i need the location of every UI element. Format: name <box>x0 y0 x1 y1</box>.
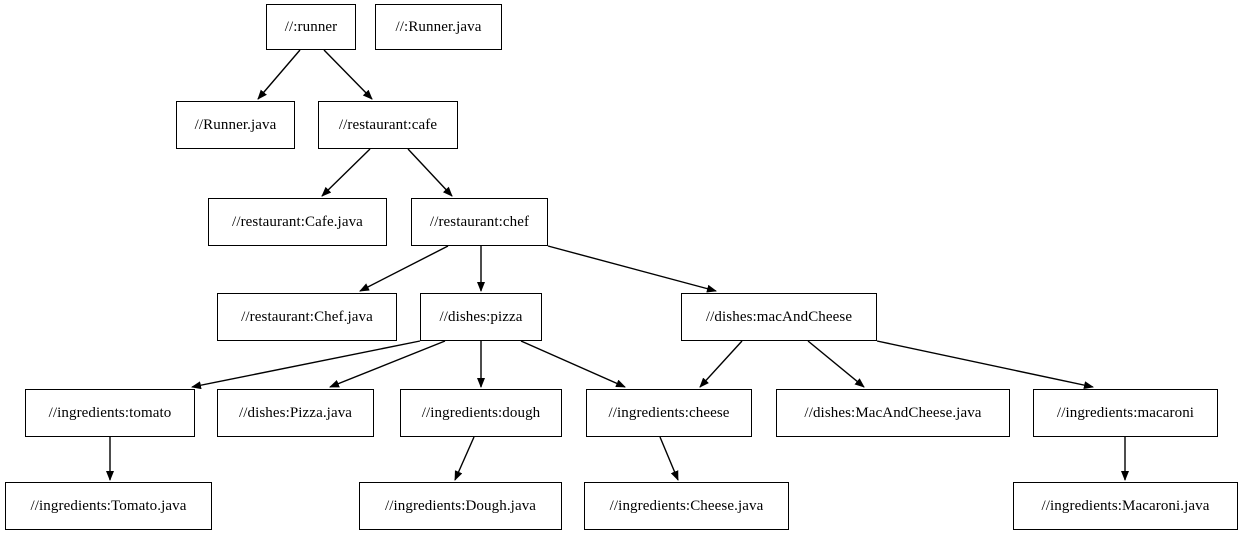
graph-node-ingredients_macaroni_java[interactable]: //ingredients:Macaroni.java <box>1013 482 1238 530</box>
graph-node-label: //restaurant:chef <box>429 213 530 230</box>
graph-node-label: //ingredients:dough <box>421 404 541 421</box>
graph-node-label: //ingredients:Dough.java <box>384 497 537 514</box>
graph-node-label: //dishes:macAndCheese <box>705 308 853 325</box>
graph-node-label: //:Runner.java <box>395 18 482 35</box>
graph-node-runner[interactable]: //:runner <box>266 4 356 50</box>
graph-node-dishes_macandcheese[interactable]: //dishes:macAndCheese <box>681 293 877 341</box>
graph-node-restaurant_cafe_java[interactable]: //restaurant:Cafe.java <box>208 198 387 246</box>
graph-node-label: //restaurant:Chef.java <box>241 308 373 325</box>
graph-node-restaurant_chef_java[interactable]: //restaurant:Chef.java <box>217 293 397 341</box>
graph-node-label: //ingredients:Macaroni.java <box>1041 497 1210 514</box>
graph-node-dishes_pizza_java[interactable]: //dishes:Pizza.java <box>217 389 374 437</box>
graph-node-ingredients_tomato[interactable]: //ingredients:tomato <box>25 389 195 437</box>
graph-node-label: //restaurant:cafe <box>338 116 438 133</box>
graph-node-label: //dishes:Pizza.java <box>238 404 353 421</box>
graph-node-dishes_pizza[interactable]: //dishes:pizza <box>420 293 542 341</box>
graph-node-dishes_macandcheese_java[interactable]: //dishes:MacAndCheese.java <box>776 389 1010 437</box>
graph-node-restaurant_cafe[interactable]: //restaurant:cafe <box>318 101 458 149</box>
graph-node-label: //Runner.java <box>194 116 277 133</box>
graph-node-label: //ingredients:cheese <box>608 404 730 421</box>
graph-node-label: //ingredients:macaroni <box>1056 404 1195 421</box>
graph-node-ingredients_tomato_java[interactable]: //ingredients:Tomato.java <box>5 482 212 530</box>
graph-node-label: //dishes:MacAndCheese.java <box>804 404 982 421</box>
graph-node-ingredients_dough[interactable]: //ingredients:dough <box>400 389 562 437</box>
graph-node-label: //ingredients:tomato <box>48 404 172 421</box>
graph-node-ingredients_cheese[interactable]: //ingredients:cheese <box>586 389 752 437</box>
graph-node-label: //restaurant:Cafe.java <box>232 213 363 230</box>
graph-node-restaurant_chef[interactable]: //restaurant:chef <box>411 198 548 246</box>
graph-node-ingredients_dough_java[interactable]: //ingredients:Dough.java <box>359 482 562 530</box>
graph-node-runner_java[interactable]: //Runner.java <box>176 101 295 149</box>
graph-node-ingredients_cheese_java[interactable]: //ingredients:Cheese.java <box>584 482 789 530</box>
graph-node-label: //ingredients:Cheese.java <box>609 497 764 514</box>
graph-node-label: //:runner <box>284 18 338 35</box>
graph-node-label: //ingredients:Tomato.java <box>30 497 187 514</box>
graph-node-label: //dishes:pizza <box>439 308 523 325</box>
graph-node-ingredients_macaroni[interactable]: //ingredients:macaroni <box>1033 389 1218 437</box>
graph-node-runner_java_root[interactable]: //:Runner.java <box>375 4 502 50</box>
